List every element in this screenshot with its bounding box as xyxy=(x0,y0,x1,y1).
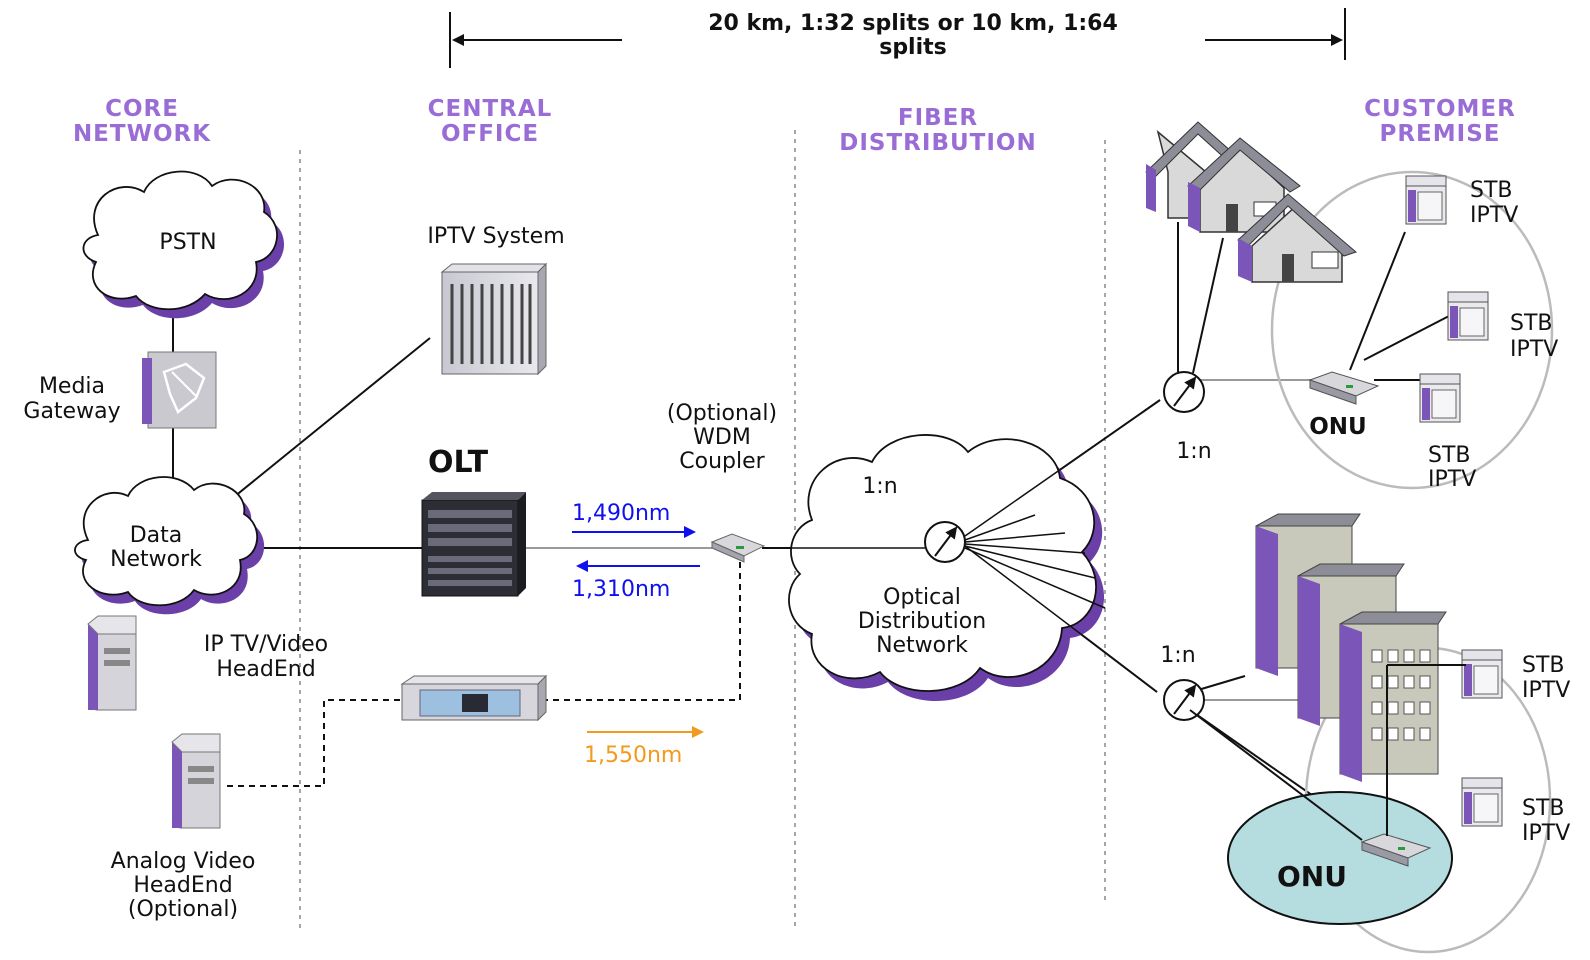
stb-mdu-2-line1: STB xyxy=(1522,796,1565,821)
stb-home-3-line2: IPTV xyxy=(1428,467,1476,492)
data-network-label-line2: Network xyxy=(110,547,202,572)
wdm-label-line2: WDM xyxy=(693,425,751,450)
section-customer-line1: CUSTOMER xyxy=(1364,96,1516,122)
iptv-system-rack-icon xyxy=(440,262,548,376)
odn-label-line2: Distribution xyxy=(858,609,986,634)
cloud-data-network: Data Network xyxy=(74,476,265,615)
data-network-label-line1: Data xyxy=(130,523,183,548)
wdm-label-line3: Coupler xyxy=(679,449,765,474)
media-gateway-device xyxy=(142,351,217,429)
section-fiber-line1: FIBER xyxy=(898,105,978,131)
analog-headend-label-line1: Analog Video xyxy=(111,849,256,874)
mdu-split-label: 1:n xyxy=(1160,643,1195,668)
iptv-headend-label-line1: IP TV/Video xyxy=(204,632,328,657)
stb-icon-home-3 xyxy=(1419,373,1461,423)
media-gateway-label-line1: Media xyxy=(39,374,105,399)
wdm-label-line1: (Optional) xyxy=(667,401,777,426)
stb-home-1-line2: IPTV xyxy=(1470,203,1518,228)
section-headers: CORE NETWORK CENTRAL OFFICE FIBER DISTRI… xyxy=(73,96,1516,156)
iptv-headend-label-line2: HeadEnd xyxy=(216,657,315,682)
distance-text-line1: 20 km, 1:32 splits or 10 km, 1:64 xyxy=(708,11,1118,36)
olt-label: OLT xyxy=(428,445,489,480)
mdu-onu-group xyxy=(1227,791,1453,925)
home-split-label: 1:n xyxy=(1176,439,1211,464)
mdu-splitter-icon xyxy=(1163,679,1205,721)
wavelength-video-label: 1,550nm xyxy=(584,743,682,768)
distance-indicator: 20 km, 1:32 splits or 10 km, 1:64 splits xyxy=(449,8,1346,68)
stb-home-2-line2: IPTV xyxy=(1510,337,1558,362)
mdu-building-icon-3 xyxy=(1339,611,1447,782)
cloud-pstn: PSTN xyxy=(82,170,285,319)
house-icon-3 xyxy=(1237,193,1357,283)
odn-label-line1: Optical xyxy=(883,585,961,610)
pstn-label: PSTN xyxy=(159,230,216,255)
stb-mdu-2-line2: IPTV xyxy=(1522,821,1570,846)
analog-headend-label-line3: (Optional) xyxy=(128,897,238,922)
iptv-system-label: IPTV System xyxy=(427,224,564,249)
section-customer-line2: PREMISE xyxy=(1379,121,1500,147)
stb-icon-mdu-1 xyxy=(1461,649,1503,699)
section-core-line2: NETWORK xyxy=(73,121,211,147)
video-amplifier-icon xyxy=(400,674,548,722)
home-splitter-icon xyxy=(1163,371,1205,413)
olt-chassis-icon xyxy=(421,492,526,597)
media-gateway-label-line2: Gateway xyxy=(23,399,120,424)
stb-mdu-1-line1: STB xyxy=(1522,653,1565,678)
analog-headend-server-icon xyxy=(171,733,221,829)
stb-home-3-line1: STB xyxy=(1428,443,1471,468)
wavelength-down-label: 1,490nm xyxy=(572,501,670,526)
home-onu-icon xyxy=(1308,371,1380,405)
section-core-line1: CORE xyxy=(105,96,179,122)
stb-mdu-1-line2: IPTV xyxy=(1522,678,1570,703)
odn-label-line3: Network xyxy=(876,633,968,658)
section-central-line2: OFFICE xyxy=(441,121,539,147)
section-dividers xyxy=(299,130,1106,928)
home-coverage-ellipse xyxy=(1270,170,1554,490)
stb-home-2-line1: STB xyxy=(1510,311,1553,336)
iptv-headend-server-icon xyxy=(87,615,137,711)
odn-splitter-icon xyxy=(924,521,966,563)
wavelength-up-label: 1,310nm xyxy=(572,577,670,602)
cloud-odn: 1:n Optical Distribution Network xyxy=(788,434,1105,702)
home-onu-label: ONU xyxy=(1309,414,1366,440)
stb-icon-home-2 xyxy=(1447,291,1489,341)
section-central-line1: CENTRAL xyxy=(428,96,553,122)
stb-icon-home-1 xyxy=(1405,175,1447,225)
section-fiber-line2: DISTRIBUTION xyxy=(839,130,1036,156)
mdu-onu-label: ONU xyxy=(1277,860,1347,893)
distance-text-line2: splits xyxy=(879,35,947,60)
house-icon-2 xyxy=(1187,137,1301,233)
analog-headend-label-line2: HeadEnd xyxy=(133,873,232,898)
stb-icon-mdu-2 xyxy=(1461,777,1503,827)
stb-home-1-line1: STB xyxy=(1470,178,1513,203)
odn-split-label: 1:n xyxy=(862,474,897,499)
wdm-coupler-icon xyxy=(710,533,766,563)
